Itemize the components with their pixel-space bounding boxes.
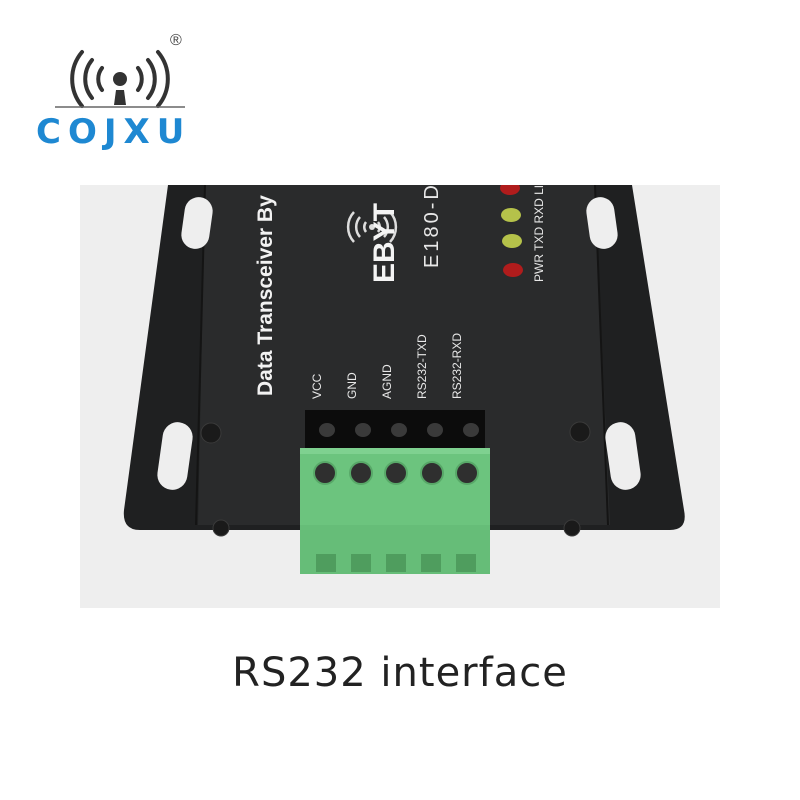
- terminal-screw-holes: [313, 461, 479, 485]
- ebyte-wireless-icon: [346, 211, 398, 243]
- wire-entry[interactable]: [386, 554, 406, 572]
- wire-entry[interactable]: [421, 554, 441, 572]
- brand-logo: [30, 30, 210, 155]
- registered-mark: ®: [170, 32, 182, 49]
- device-body: [123, 185, 685, 574]
- pin-label-gnd: GND: [345, 372, 359, 399]
- wireless-antenna-icon: [55, 50, 185, 108]
- pin-label-rs232-txd: RS232-TXD: [415, 334, 429, 399]
- terminal-screw[interactable]: [455, 461, 479, 485]
- pin-label-agnd: AGND: [380, 364, 394, 399]
- wire-entry[interactable]: [351, 554, 371, 572]
- terminal-screw[interactable]: [419, 461, 444, 485]
- pin-label-vcc: VCC: [310, 373, 324, 399]
- wire-entries: [316, 554, 476, 572]
- terminal-screw[interactable]: [348, 461, 373, 485]
- pin-holes-top: [319, 423, 479, 441]
- terminal-screw[interactable]: [313, 461, 337, 485]
- wire-entry[interactable]: [456, 554, 476, 572]
- caption: RS232 interface: [232, 650, 568, 696]
- indicator-labels: PWR TXD RXD LIN: [532, 185, 546, 282]
- pin-label-rs232-rxd: RS232-RXD: [450, 332, 464, 399]
- product-photo: Data Transceiver By EBYT E180-DT PWR TXD…: [80, 185, 720, 608]
- brand-name: COJXU: [36, 112, 192, 152]
- terminal-screw[interactable]: [384, 461, 408, 485]
- side-label: Data Transceiver By: [254, 195, 277, 396]
- brand-label: EBYT: [368, 202, 401, 283]
- model-label: E180-DT: [421, 185, 443, 268]
- wire-entry[interactable]: [316, 554, 336, 572]
